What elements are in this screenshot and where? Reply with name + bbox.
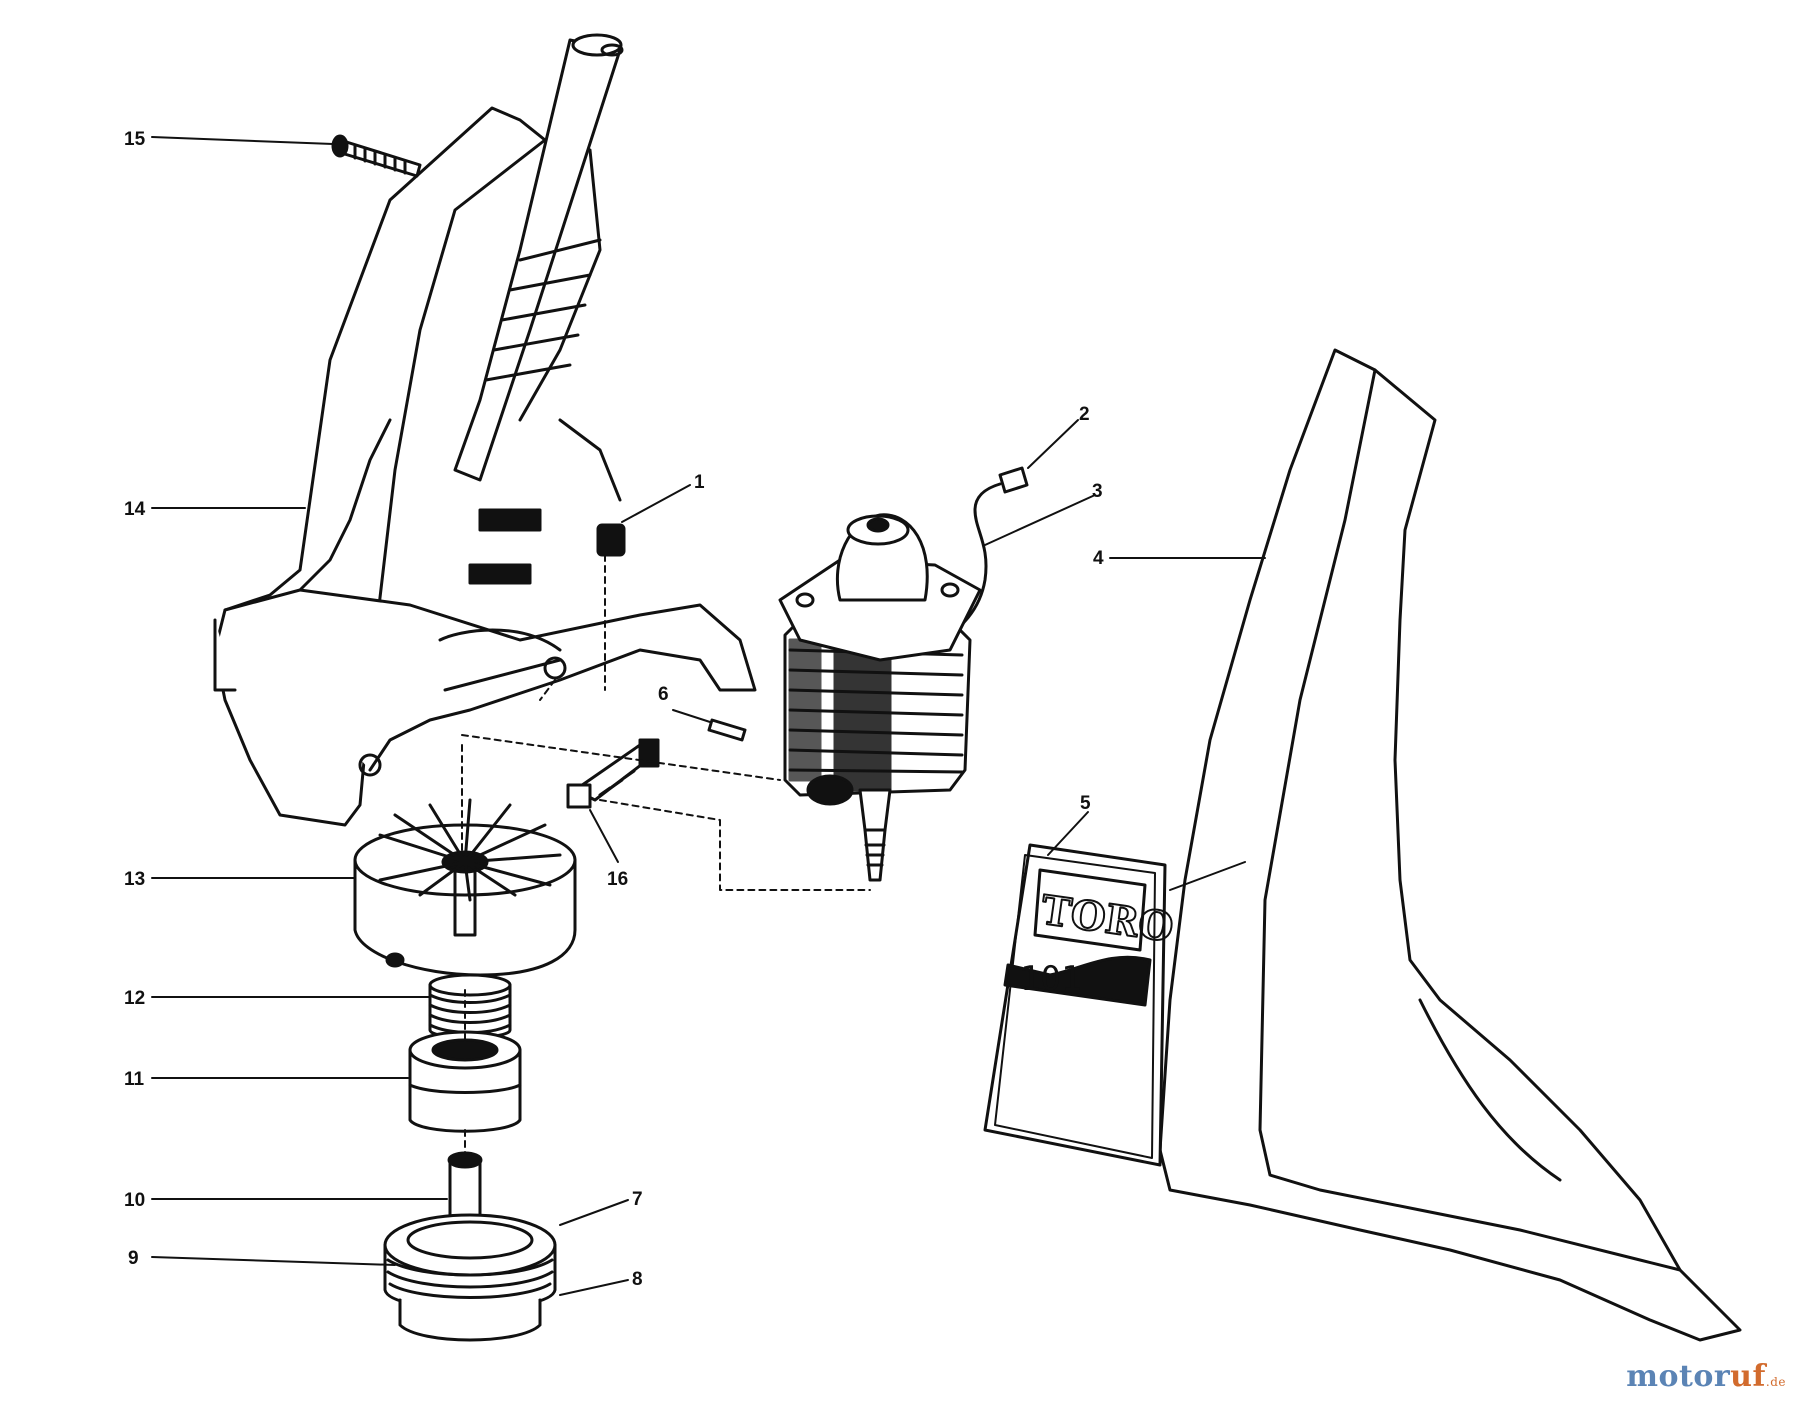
leader-lines bbox=[151, 136, 1266, 1296]
callout-15: 15 bbox=[124, 129, 146, 150]
housing-part-14 bbox=[213, 33, 757, 827]
callout-2: 2 bbox=[1079, 404, 1090, 425]
watermark-accent: uf bbox=[1730, 1359, 1766, 1394]
part-16 bbox=[566, 738, 660, 809]
spool-assembly-parts-7-10 bbox=[383, 1151, 557, 1342]
callout-1: 1 bbox=[694, 472, 705, 493]
bearing-part-11 bbox=[408, 1030, 522, 1133]
callout-4: 4 bbox=[1093, 548, 1104, 569]
callout-11: 11 bbox=[124, 1069, 145, 1090]
decal-part-5: TORO 101 bbox=[983, 843, 1177, 1167]
watermark-tld: .de bbox=[1765, 1375, 1786, 1389]
spring-part-12 bbox=[428, 973, 512, 1039]
callout-labels: 15 14 1 2 3 4 5 6 16 13 12 11 10 7 9 8 bbox=[124, 129, 1104, 1290]
callout-3: 3 bbox=[1092, 481, 1103, 502]
decal-model: 101 bbox=[1020, 959, 1081, 999]
pin-part-6 bbox=[707, 718, 747, 742]
callout-12: 12 bbox=[124, 988, 145, 1009]
motor-part-3 bbox=[778, 513, 982, 882]
cover-part-4 bbox=[1158, 348, 1742, 1342]
callout-7: 7 bbox=[632, 1189, 643, 1210]
callout-5: 5 bbox=[1080, 793, 1091, 814]
callout-10: 10 bbox=[124, 1190, 145, 1211]
watermark-main: motor bbox=[1626, 1359, 1731, 1394]
part-1 bbox=[596, 523, 626, 557]
callout-16: 16 bbox=[607, 869, 628, 890]
callout-14: 14 bbox=[124, 499, 146, 520]
callout-13: 13 bbox=[124, 869, 145, 890]
fan-part-13 bbox=[353, 798, 577, 977]
callout-6: 6 bbox=[658, 684, 669, 705]
watermark-logo: motoruf.de bbox=[1626, 1359, 1786, 1394]
screw-part-15 bbox=[331, 134, 422, 178]
callout-8: 8 bbox=[632, 1269, 643, 1290]
callout-9: 9 bbox=[128, 1248, 139, 1269]
